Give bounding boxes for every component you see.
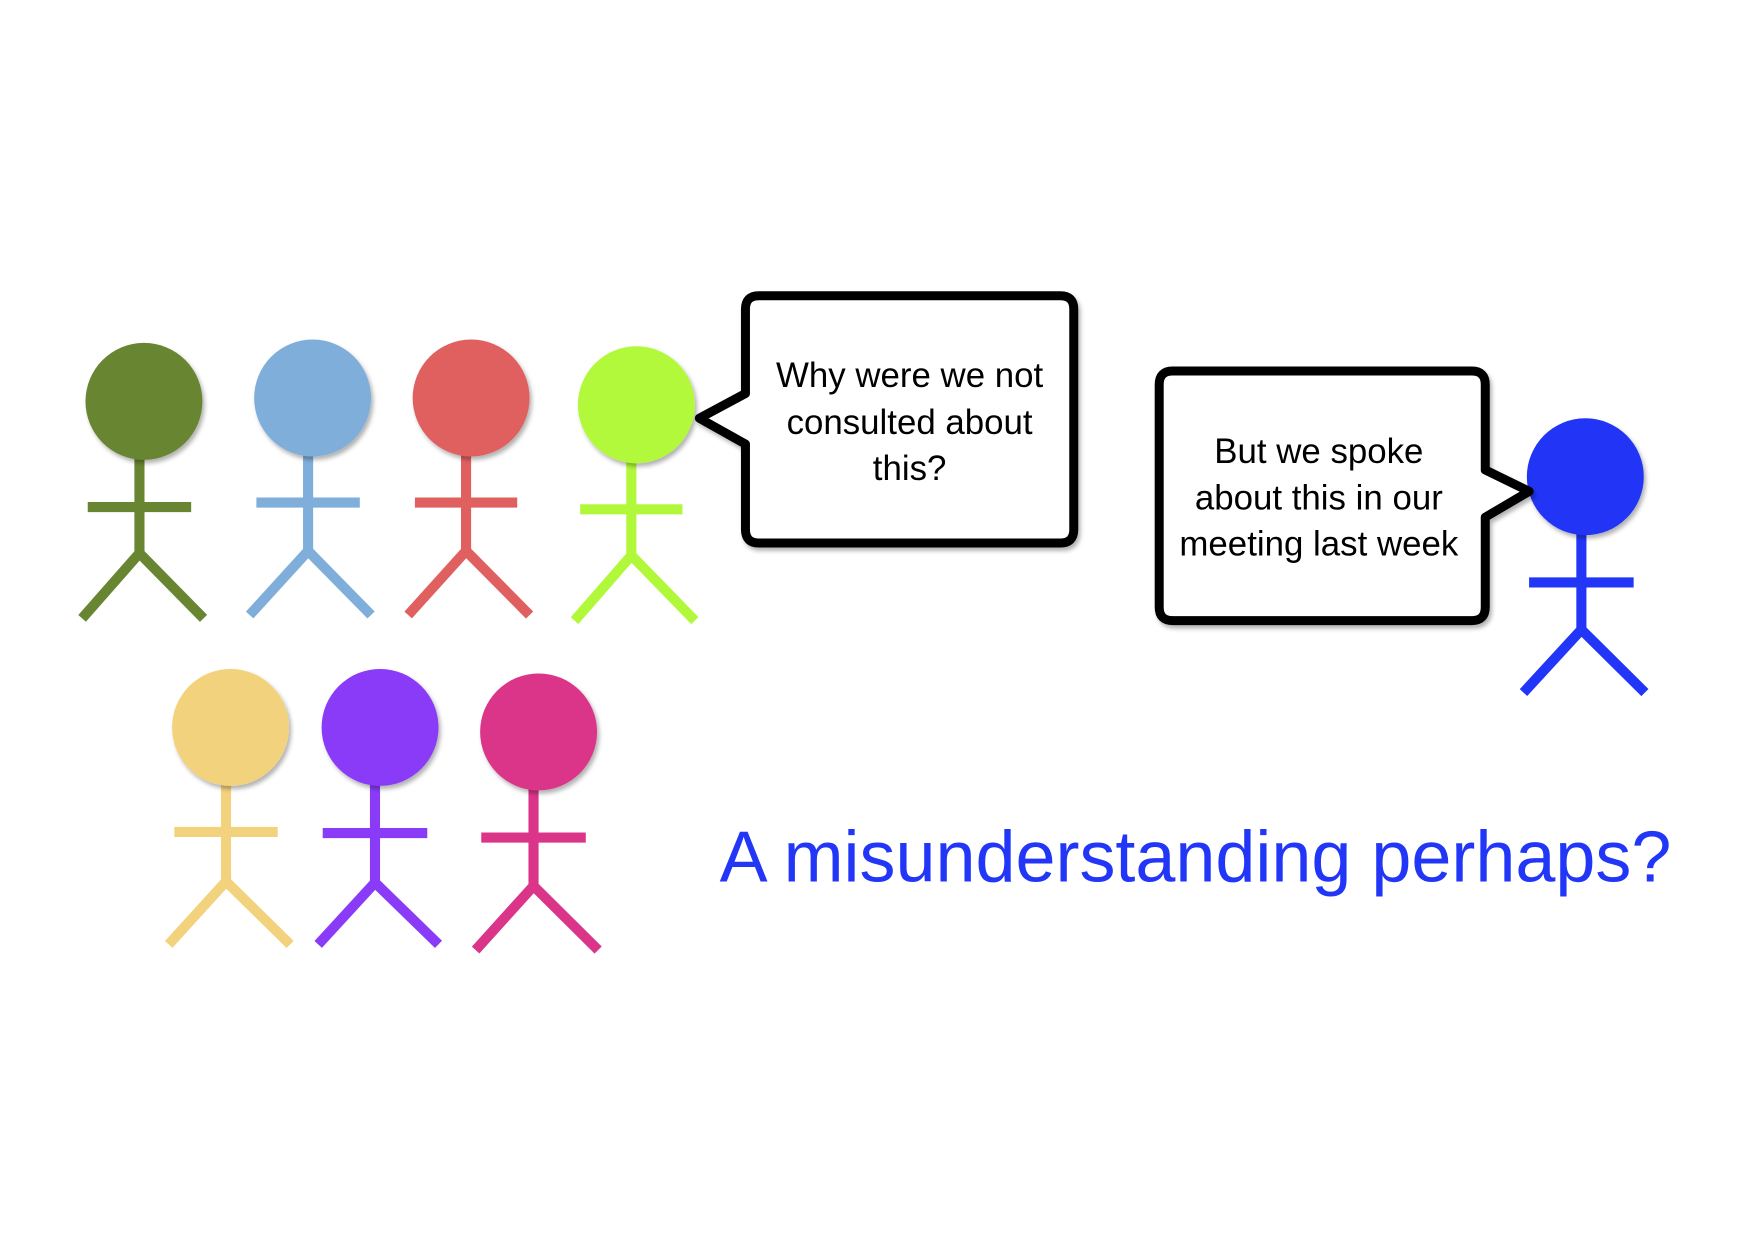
figure-head bbox=[480, 673, 598, 791]
bubble-text-line: about this in our bbox=[1195, 478, 1443, 517]
figure-legs bbox=[570, 547, 699, 625]
bubble-text-line: consulted about bbox=[787, 403, 1033, 442]
speech-bubble-individual-reply bbox=[1154, 366, 1534, 626]
figure-head bbox=[172, 668, 289, 786]
figure-legs bbox=[404, 543, 534, 619]
stick-figure-purple bbox=[314, 668, 443, 949]
bubble-text-line: Why were we not bbox=[776, 356, 1044, 395]
figure-legs bbox=[78, 545, 208, 622]
figure-head bbox=[254, 339, 372, 457]
stick-figure-green bbox=[78, 342, 208, 622]
stick-figure-lime bbox=[570, 346, 699, 625]
stick-figures bbox=[78, 339, 1649, 954]
figure-head bbox=[85, 342, 203, 460]
stick-figure-pink bbox=[471, 673, 602, 954]
figure-legs bbox=[471, 878, 602, 954]
stick-figure-red bbox=[404, 339, 534, 619]
bubble-text-line: meeting last week bbox=[1179, 524, 1458, 563]
figure-legs bbox=[245, 543, 375, 619]
figure-legs bbox=[314, 875, 443, 949]
caption: A misunderstanding perhaps? bbox=[720, 817, 1672, 897]
figure-legs bbox=[1519, 622, 1649, 697]
stick-figure-blue bbox=[1519, 418, 1649, 697]
stick-figure-yellow bbox=[164, 668, 294, 949]
figure-legs bbox=[164, 874, 294, 949]
stick-figure-light-blue bbox=[245, 339, 375, 619]
bubble-text-line: But we spoke bbox=[1214, 432, 1423, 471]
figure-head bbox=[321, 668, 439, 786]
figure-head bbox=[577, 346, 695, 464]
bubble-text-line: this? bbox=[873, 449, 947, 488]
figure-head bbox=[412, 339, 530, 457]
speech-bubble-group-question bbox=[694, 291, 1079, 548]
figure-head bbox=[1526, 418, 1644, 536]
